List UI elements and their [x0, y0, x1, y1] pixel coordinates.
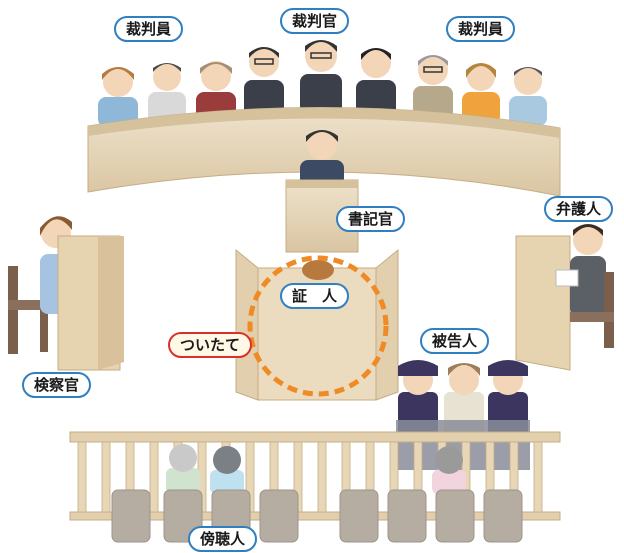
defense-area — [515, 224, 614, 371]
label-tsuitate: ついたて — [168, 332, 253, 358]
lay-judge-figure — [509, 67, 547, 126]
prosecutor-area — [8, 216, 124, 371]
witness-stand — [235, 248, 399, 401]
lay-judge-figure — [98, 67, 138, 127]
label-shonin: 証 人 — [280, 283, 350, 309]
label-saibanin-right: 裁判員 — [446, 16, 516, 42]
label-shokikan: 書記官 — [336, 206, 406, 232]
label-hikokunin: 被告人 — [420, 328, 490, 354]
spectator-figure — [166, 444, 200, 494]
label-bochonin: 傍聴人 — [188, 526, 258, 552]
label-saibanin-left: 裁判員 — [114, 16, 184, 42]
lay-judge-figure — [413, 55, 453, 120]
spectator-group — [111, 444, 523, 543]
label-kensatsukan: 検察官 — [22, 372, 92, 398]
label-saibankan: 裁判官 — [280, 8, 350, 34]
spectator-figure — [210, 446, 244, 494]
spectator-figure — [432, 446, 466, 494]
defense-figure — [555, 224, 606, 316]
label-bengonin: 弁護人 — [544, 196, 614, 222]
highlight-circle — [247, 255, 389, 397]
